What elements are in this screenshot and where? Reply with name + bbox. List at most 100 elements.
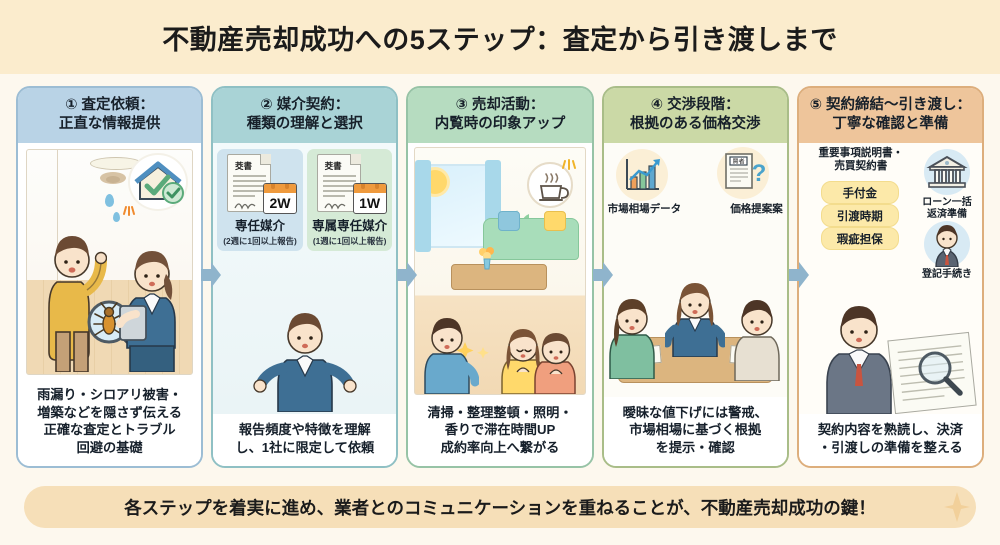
bar-chart-icon [625,159,660,191]
coffee-aroma-bubble-icon [526,162,573,209]
step-1-footer-line: 増築などを隠さず伝える [37,404,182,420]
calendar-1w-icon: 1W [352,183,387,215]
loan-caption-line: ローン一括 [922,197,972,209]
calendar-value: 1W [359,195,381,212]
step-5-header: ⑤ 契約締結～引き渡し： 丁寧な確認と準備 [798,88,983,144]
calendar-2w-icon: 2W [263,183,297,215]
summary-banner-text: 各ステップを着実に進め、業者とのコミュニケーションを重ねることが、不動産売却成功… [124,497,876,518]
step-1-footer-line: 正確な査定とトラブル [43,422,176,438]
step-1-header-line1: ① 査定依頼： [65,97,154,113]
step-5-header-line1: ⑤ 契約締結～引き渡し： [809,97,972,113]
registration-caption: 登記手続き [918,269,976,281]
step-arrow-1-2 [201,262,221,288]
contract-type-name: 専任媒介 [235,219,286,234]
house-check-badge-icon [130,155,187,210]
step-5-footer-line: ・引渡しの準備を整える [818,440,963,456]
step-3-header: ③ 売却活動： 内覧時の印象アップ [408,88,592,144]
step-3-illustration [408,143,591,396]
step-card-4[interactable]: ④ 交渉段階： 根拠のある価格交渉 [601,86,789,468]
seller-person-icon [608,298,655,379]
step-3-footer-line: 成約率向上へ繋がる [440,440,560,456]
registration-icon-group: 登記手続き [918,221,976,281]
loan-repayment-icon-group: ローン一括 返済準備 [918,149,976,221]
step-4-footer-line: 市場相場に基づく根拠 [629,422,762,438]
coffee-table-icon [451,264,548,291]
step-4-header-line2: 根拠のある価格交渉 [629,116,761,133]
contract-paper-label: 茭書 [324,161,342,172]
title-bar: 不動産売却成功への5ステップ：査定から引き渡しまで [0,0,1000,74]
summary-banner: 各ステップを着実に進め、業者とのコミュニケーションを重ねることが、不動産売却成功… [24,486,976,528]
contract-docs-title-line: 重要事項説明書・ [818,147,904,160]
step-5-footer: 契約内容を熟読し、決済 ・引渡しの準備を整える [798,414,983,466]
step-4-footer-line: を提示・確認 [655,440,735,456]
flower-vase-icon [479,247,495,270]
agent-person-icon [116,250,177,372]
document-question-icon: 買者 ? [725,153,766,190]
contract-docs-title-line: 売買契約書 [834,160,888,173]
water-stain-icon [99,172,126,185]
buyer-person-icon [500,328,545,394]
step-card-5[interactable]: ⑤ 契約締結～引き渡し： 丁寧な確認と準備 重要事項説明書・ 売買契約書 手付金… [796,86,985,468]
contract-docs-title: 重要事項説明書・ 売買契約書 [805,147,917,173]
contract-type-card-senzoku: 茭書 [306,149,393,252]
step-3-header-line2: 内覧時の印象アップ [434,116,566,133]
svg-text:?: ? [751,160,766,187]
step-3-footer: 清掃・整理整頓・照明・ 香りで滞在時間UP 成約率向上へ繋がる [408,396,592,466]
contract-type-name: 専属専任媒介 [312,219,388,234]
price-proposal-label: 価格提案案 [730,203,783,216]
step-1-header-line2: 正直な情報提供 [58,116,161,133]
alert-spark-icon [123,206,136,217]
doc-label: 買者 [732,159,744,166]
step-4-footer-line: 曖昧な値下げには警戒、 [622,404,768,420]
water-drop-icon [112,212,120,223]
step-arrow-4-5 [789,262,809,288]
step-arrow-3-4 [593,262,613,288]
step-card-2[interactable]: ② 媒介契約： 種類の理解と選択 茭書 [211,86,399,468]
step-card-3[interactable]: ③ 売却活動： 内覧時の印象アップ [406,86,594,468]
step-4-illustration: 市場相場データ 買者 ? 価格提案案 [603,143,787,397]
step-3-header-line1: ③ 売却活動： [455,97,545,113]
step-1-header: ① 査定依頼： 正直な情報提供 [18,88,202,144]
step-4-header: ④ 交渉段階： 根拠のある価格交渉 [603,88,787,144]
step-3-footer-line: 清掃・整理整頓・照明・ [427,404,573,420]
sparkle-icon [944,492,970,522]
step-1-footer: 雨漏り・シロアリ被害・ 増築などを隠さず伝える 正確な査定とトラブル 回避の基礎 [18,378,202,466]
agent-explaining-icon [253,313,357,413]
reviewing-person-icon [826,306,892,415]
step-5-header-line2: 丁寧な確認と準備 [832,116,949,133]
step-2-illustration: 茭書 [213,143,397,415]
step-2-footer-line: し、1社に限定して依頼 [235,440,375,456]
price-proposal-bubble: 買者 ? [716,147,769,200]
step-arrow-2-3 [397,262,417,288]
contract-type-sub: (1週に1回以上報告) [312,236,387,247]
step-1-footer-line: 回避の基礎 [76,440,143,456]
bank-icon [926,156,968,189]
buyer-person-icon [533,332,576,394]
step-card-1[interactable]: ① 査定依頼： 正直な情報提供 [16,86,204,468]
step-2-footer: 報告頻度や特徴を理解 し、1社に限定して依頼 [213,414,397,466]
contract-type-sub: (2週に1回以上報告) [223,236,297,247]
step-4-header-line1: ④ 交渉段階： [650,97,740,113]
sofa-icon [482,211,579,261]
person-suit-icon [935,225,959,268]
clean-sparkle-icon [456,341,490,359]
contract-type-card-senninbaikai: 茭書 [217,149,303,252]
step-5-illustration: 重要事項説明書・ 売買契約書 手付金 引渡時期 瑕疵担保 [798,143,983,415]
tag-hikiwatashi-jiki: 引渡時期 [820,204,899,228]
steps-row: ① 査定依頼： 正直な情報提供 [12,86,988,468]
contract-paper-label: 茭書 [235,161,253,172]
water-drop-icon [104,194,114,208]
step-2-header: ② 媒介契約： 種類の理解と選択 [213,88,397,144]
step-1-footer-line: 雨漏り・シロアリ被害・ [37,386,183,402]
curtain-icon [415,160,432,253]
market-data-bubble [615,149,668,202]
agent-person-icon [665,282,726,357]
agent-person-icon [424,317,480,394]
magnifier-icon [918,351,963,397]
step-2-footer-line: 報告頻度や特徴を理解 [238,422,371,438]
page-title: 不動産売却成功への5ステップ：査定から引き渡しまで [162,24,838,55]
step-2-header-line1: ② 媒介契約： [260,97,350,113]
buyer-person-icon [734,299,780,381]
step-1-illustration [18,143,201,379]
